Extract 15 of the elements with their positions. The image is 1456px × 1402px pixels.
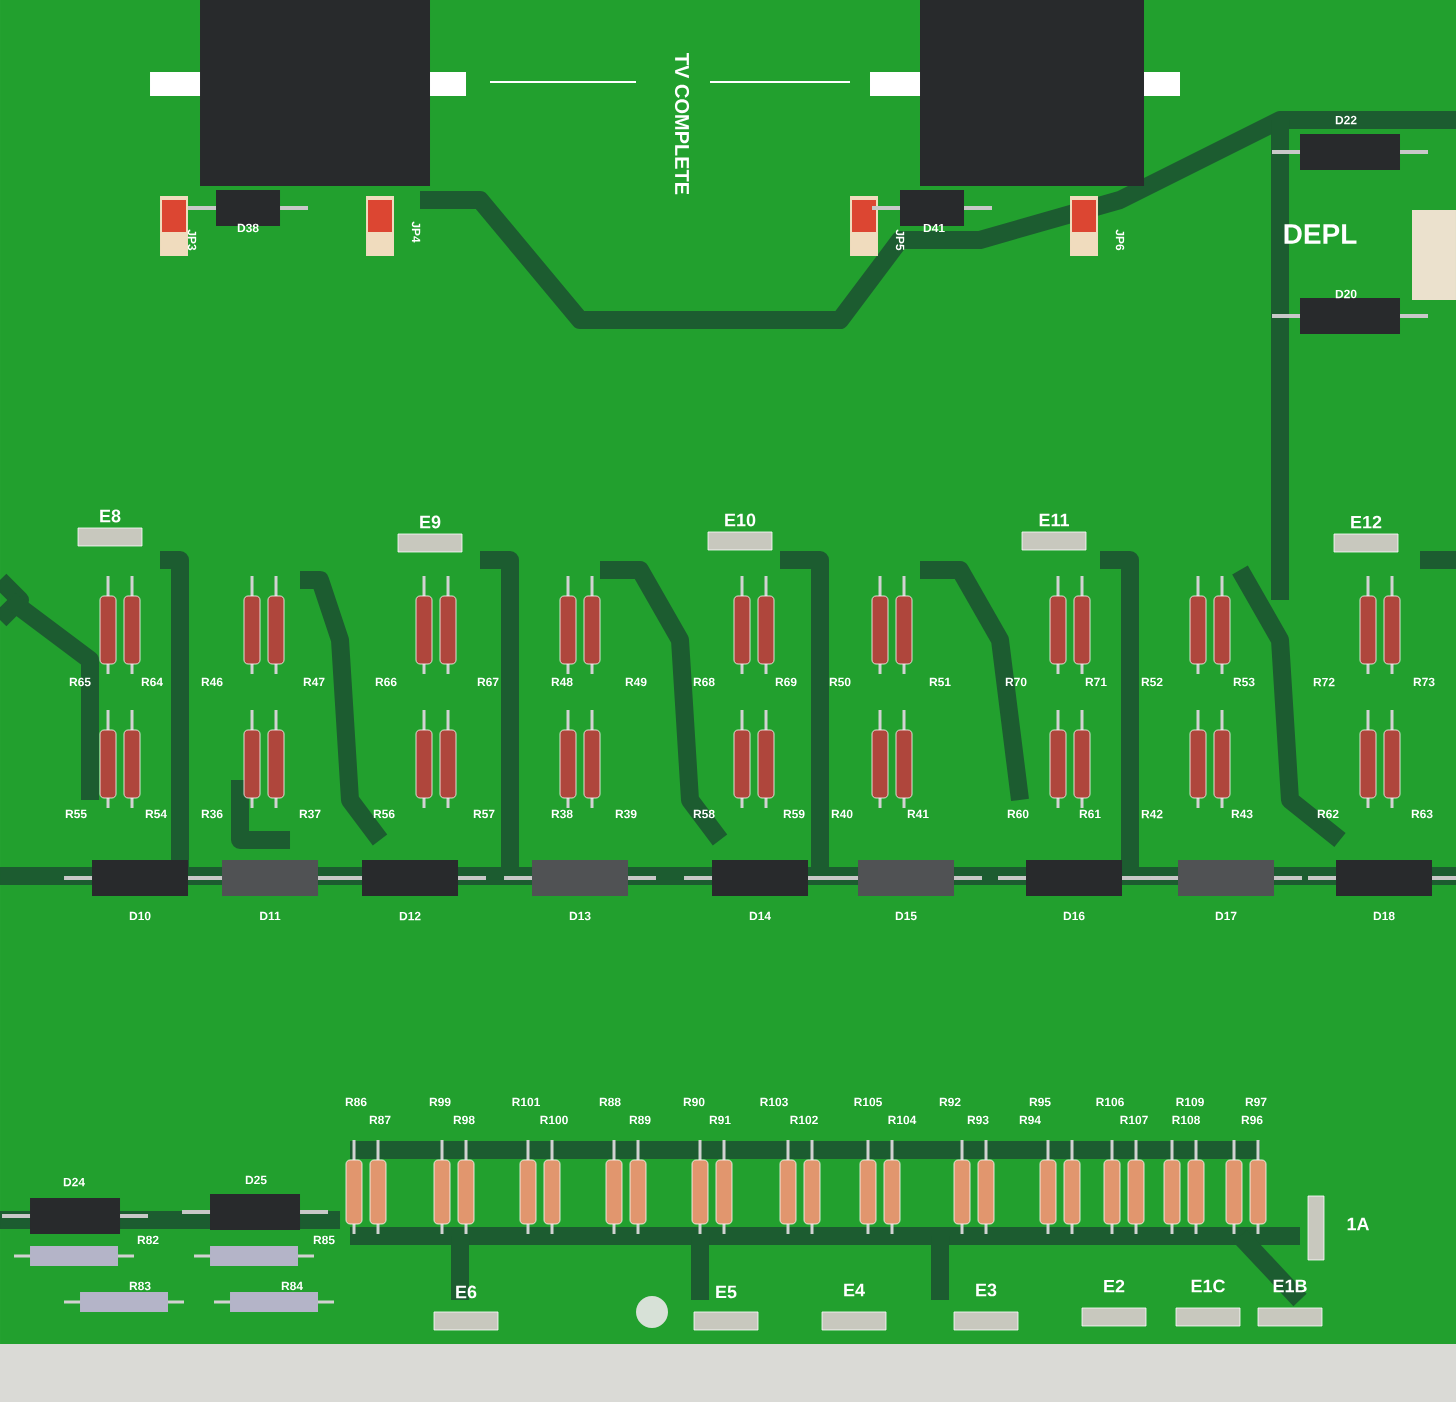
silkscreen-label: E6 <box>456 1285 477 1299</box>
silkscreen-label: DEPL <box>1284 224 1357 244</box>
silkscreen-label: E1B <box>1273 1279 1307 1293</box>
silkscreen-label: E5 <box>716 1285 737 1299</box>
silkscreen-label: 1A <box>1347 1217 1369 1231</box>
silkscreen-label: E9 <box>420 515 441 529</box>
silkscreen-label: TV COMPLETE <box>674 53 690 195</box>
silkscreen-label: E11 <box>1039 513 1069 527</box>
silkscreen-label: E12 <box>1351 515 1382 529</box>
silkscreen-label: E10 <box>725 513 756 527</box>
silkscreen-label: E8 <box>100 509 121 523</box>
silkscreen-label: E3 <box>976 1283 997 1297</box>
silkscreen-label: E4 <box>844 1283 865 1297</box>
silkscreen-label: E2 <box>1104 1279 1125 1293</box>
silkscreen-label: E1C <box>1191 1279 1226 1293</box>
